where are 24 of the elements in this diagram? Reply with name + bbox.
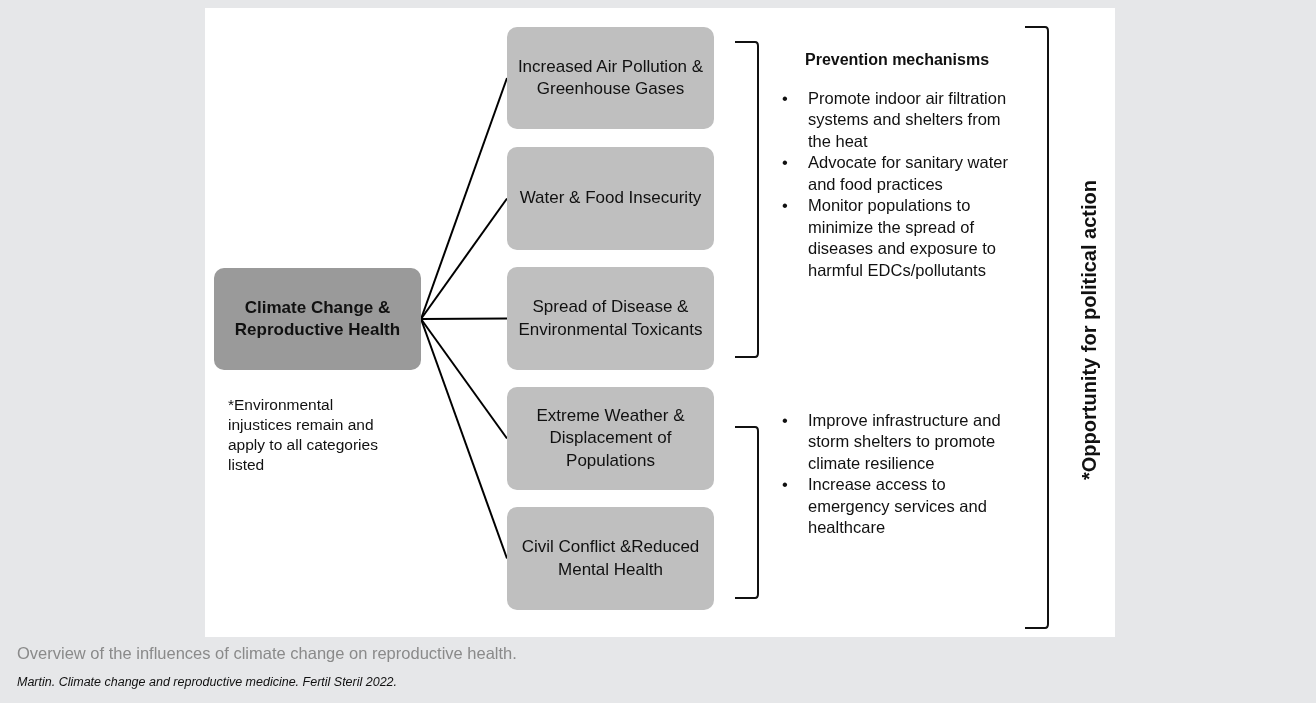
bullet-mark: • [781,195,789,217]
bullet-mark: • [781,88,789,109]
category-box: Increased Air Pollution & Greenhouse Gases [507,27,714,129]
bullet-mark: • [781,410,789,431]
section-heading: Prevention mechanisms [805,50,990,70]
bullet-mark: • [781,474,789,496]
category-box: Civil Conflict &Reduced Mental Health [507,507,714,610]
topic-box: Climate Change & Reproductive Health [214,268,421,370]
caption: Overview of the influences of climate change on reproductive health. [17,643,517,664]
category-box: Water & Food Insecurity [507,147,714,250]
bullet-item: Improve infrastructure and storm shelters to promote climate resilience [808,410,1002,474]
bullet-item: Monitor populations to minimize the spread of diseases and exposure to harmful EDCs/pollutants [808,195,998,281]
bullet-item: Promote indoor air filtration systems and shelters from the heat [808,88,1008,152]
bullet-mark: • [781,152,789,174]
connector-line [420,317,508,320]
category-box: Spread of Disease & Environmental Toxicants [507,267,714,370]
note-text: *Environmental injustices remain and apply to all categories listed [228,395,379,476]
connector-line [420,197,508,320]
bullet-item: Increase access to emergency services and healthcare [808,474,988,539]
connector-line [420,318,508,440]
citation: Martin. Climate change and reproductive medicine. Fertil Steril 2022. [17,674,398,691]
bullet-item: Advocate for sanitary water and food practices [808,152,1009,195]
category-box: Extreme Weather & Displacement of Populations [507,387,714,490]
side-label: *Opportunity for political action [1077,179,1101,482]
